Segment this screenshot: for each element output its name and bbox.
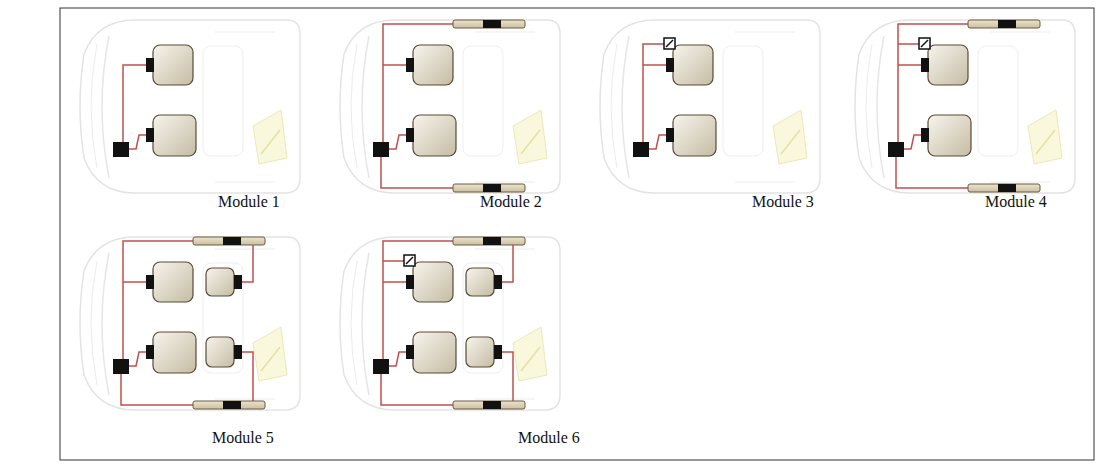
- car-module-4: [855, 20, 1075, 193]
- front-seats: [113, 45, 196, 157]
- rear-seats: [466, 268, 502, 367]
- front-seats: [373, 45, 456, 157]
- car-outline: [340, 20, 560, 193]
- front-seats: [373, 262, 456, 374]
- car-module-2: [340, 20, 560, 193]
- rear-seats: [206, 268, 242, 367]
- car-module-1: [80, 20, 300, 193]
- front-seats: [113, 262, 196, 374]
- wiring: [123, 65, 146, 149]
- sensor-symbol: [664, 38, 675, 49]
- car-outline: [600, 20, 820, 193]
- frame: [60, 8, 1094, 460]
- module-label: Module 2: [480, 192, 542, 211]
- car-module-6: [340, 237, 560, 410]
- wiring: [502, 241, 525, 405]
- front-seats: [888, 45, 971, 157]
- door-panels: [193, 237, 265, 409]
- sensor-symbol: [919, 38, 930, 49]
- car-module-3: [600, 20, 820, 193]
- wiring: [643, 44, 666, 149]
- car-module-5: [80, 237, 300, 410]
- sensor-symbol: [404, 255, 415, 266]
- car-outline: [855, 20, 1075, 193]
- car-outline: [80, 20, 300, 193]
- module-label: Module 5: [212, 428, 274, 447]
- front-seats: [633, 45, 716, 157]
- car-outline: [80, 237, 300, 410]
- door-panels: [453, 20, 525, 192]
- module-label: Module 4: [985, 192, 1047, 211]
- wiring: [383, 261, 404, 262]
- door-panels: [968, 20, 1040, 192]
- door-panels: [453, 237, 525, 409]
- wiring: [898, 44, 919, 45]
- module-label: Module 1: [218, 192, 280, 211]
- module-label: Module 6: [518, 428, 580, 447]
- car-outline: [340, 237, 560, 410]
- wiring: [242, 241, 265, 405]
- module-label: Module 3: [752, 192, 814, 211]
